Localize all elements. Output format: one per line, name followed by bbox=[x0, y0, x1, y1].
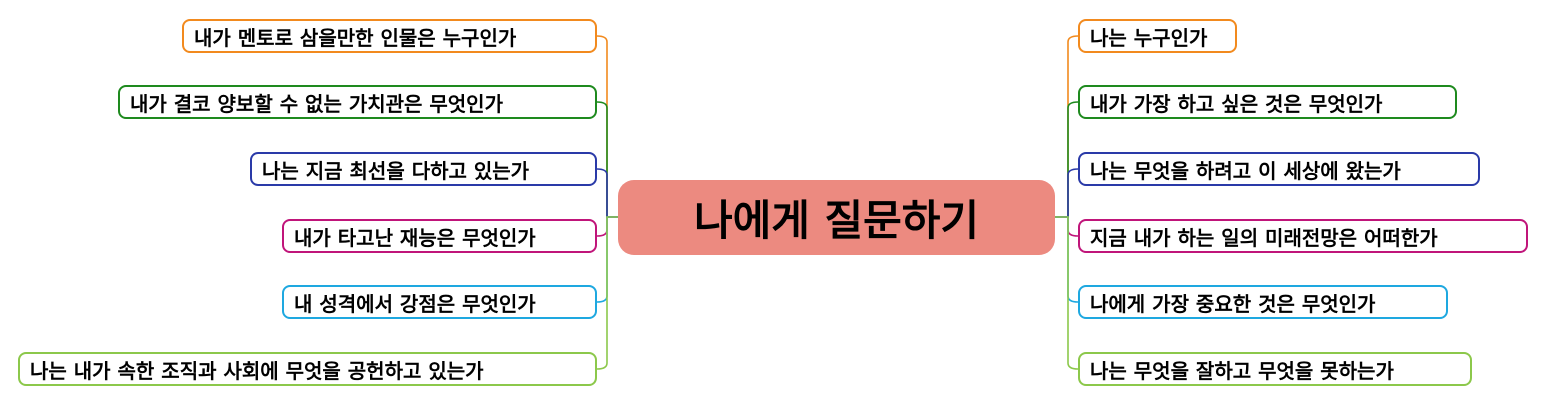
topic-label: 나는 무엇을 잘하고 무엇을 못하는가 bbox=[1090, 359, 1394, 383]
connector-left bbox=[596, 216, 618, 370]
connector-right bbox=[1055, 216, 1079, 303]
left-topic-1[interactable]: 내가 멘토로 삼을만한 인물은 누구인가 bbox=[182, 19, 597, 53]
topic-label: 내 성격에서 강점은 무엇인가 bbox=[294, 292, 536, 316]
connector-right bbox=[1055, 35, 1079, 218]
topic-label: 나는 지금 최선을 다하고 있는가 bbox=[262, 159, 530, 183]
central-topic[interactable]: 나에게 질문하기 bbox=[618, 180, 1055, 255]
topic-label: 지금 내가 하는 일의 미래전망은 어떠한가 bbox=[1090, 226, 1438, 250]
left-topic-2[interactable]: 내가 결코 양보할 수 없는 가치관은 무엇인가 bbox=[118, 85, 597, 119]
connector-right bbox=[1055, 216, 1079, 237]
connector-right bbox=[1055, 168, 1079, 218]
right-topic-1[interactable]: 나는 누구인가 bbox=[1078, 19, 1237, 53]
right-topic-3[interactable]: 나는 무엇을 하려고 이 세상에 왔는가 bbox=[1078, 152, 1480, 186]
left-topic-5[interactable]: 내 성격에서 강점은 무엇인가 bbox=[282, 285, 597, 319]
central-topic-label: 나에게 질문하기 bbox=[693, 196, 980, 245]
left-topic-6[interactable]: 나는 내가 속한 조직과 사회에 무엇을 공헌하고 있는가 bbox=[18, 352, 597, 386]
left-topic-4[interactable]: 내가 타고난 재능은 무엇인가 bbox=[282, 219, 597, 253]
left-topic-3[interactable]: 나는 지금 최선을 다하고 있는가 bbox=[250, 152, 597, 186]
topic-label: 내가 결코 양보할 수 없는 가치관은 무엇인가 bbox=[130, 92, 503, 116]
topic-label: 내가 타고난 재능은 무엇인가 bbox=[294, 226, 536, 250]
connector-left bbox=[596, 35, 618, 218]
connector-left bbox=[596, 168, 618, 218]
right-topic-2[interactable]: 내가 가장 하고 싶은 것은 무엇인가 bbox=[1078, 85, 1457, 119]
connector-right bbox=[1055, 216, 1079, 370]
topic-label: 나는 누구인가 bbox=[1090, 26, 1208, 50]
topic-label: 나는 무엇을 하려고 이 세상에 왔는가 bbox=[1090, 159, 1401, 183]
right-topic-6[interactable]: 나는 무엇을 잘하고 무엇을 못하는가 bbox=[1078, 352, 1472, 386]
right-topic-4[interactable]: 지금 내가 하는 일의 미래전망은 어떠한가 bbox=[1078, 219, 1528, 253]
topic-label: 나에게 가장 중요한 것은 무엇인가 bbox=[1090, 292, 1376, 316]
topic-label: 나는 내가 속한 조직과 사회에 무엇을 공헌하고 있는가 bbox=[30, 359, 484, 383]
connector-left bbox=[596, 101, 618, 218]
topic-label: 내가 멘토로 삼을만한 인물은 누구인가 bbox=[194, 26, 517, 50]
right-topic-5[interactable]: 나에게 가장 중요한 것은 무엇인가 bbox=[1078, 285, 1448, 319]
connector-right bbox=[1055, 101, 1079, 218]
topic-label: 내가 가장 하고 싶은 것은 무엇인가 bbox=[1090, 92, 1383, 116]
